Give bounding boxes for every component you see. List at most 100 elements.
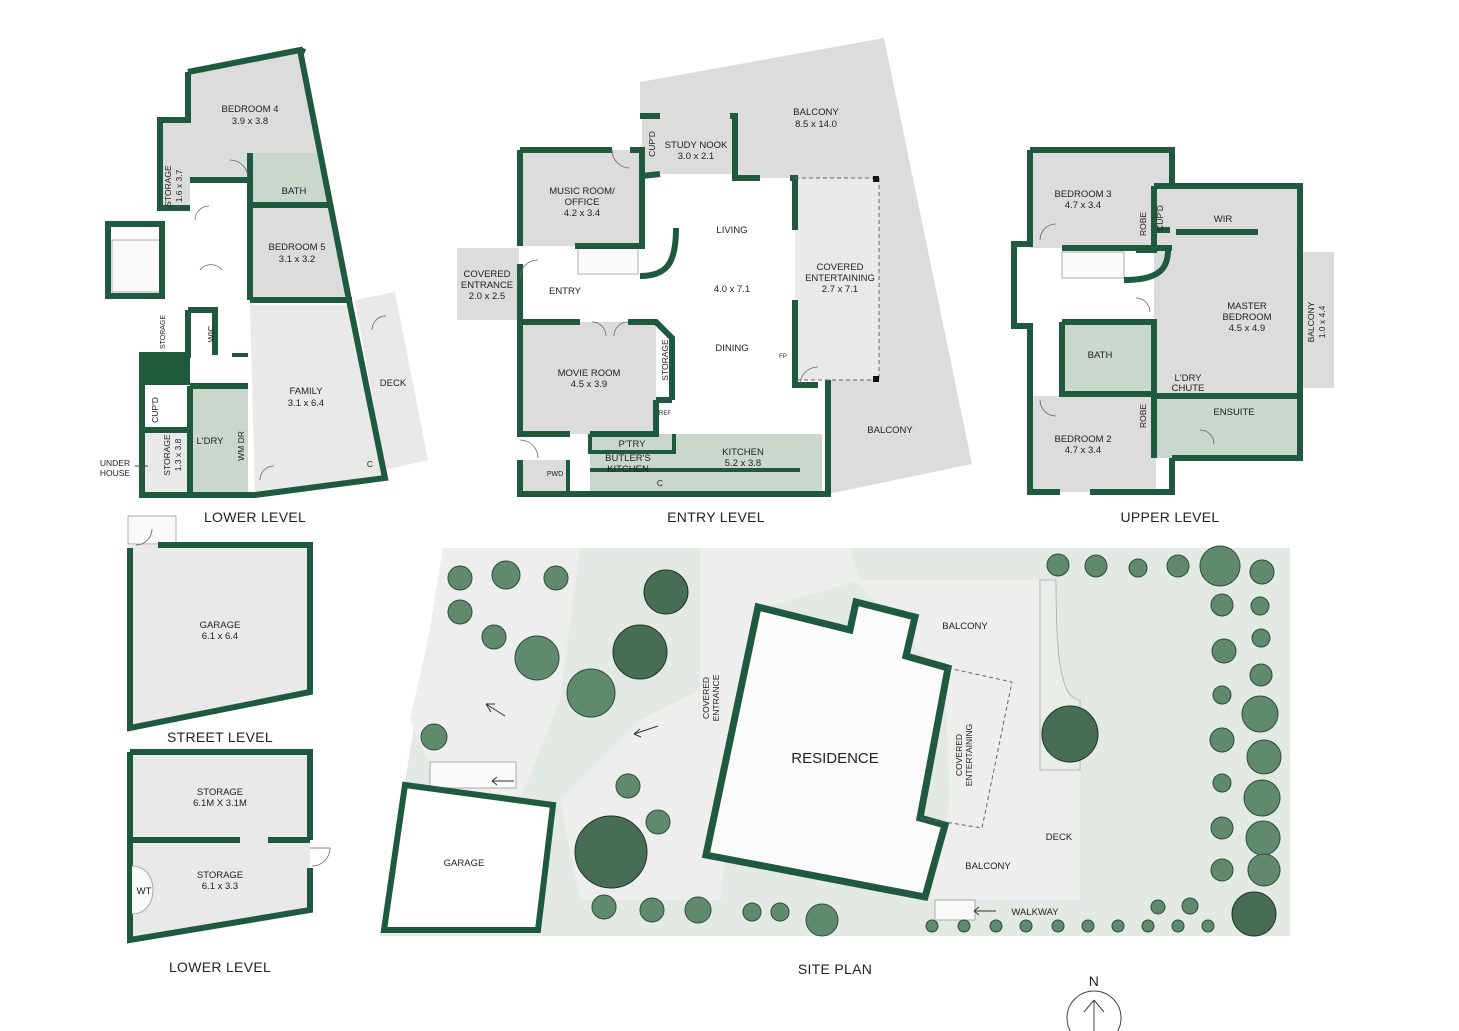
lower-level-title: LOWER LEVEL: [204, 509, 306, 525]
storage-a-room: [160, 120, 190, 208]
site-plan: RESIDENCE BALCONY BALCONY COVERED ENTERT…: [380, 545, 1290, 937]
robe-a-label: ROBE: [1138, 212, 1148, 236]
entry-door-arcs: [519, 149, 819, 459]
storage-b-label: STORAGE: [160, 315, 167, 349]
pwd-label: PWD: [547, 471, 563, 478]
upper-bath-room: [1062, 322, 1154, 394]
storage-a-label: STORAGE: [163, 165, 173, 207]
upper-door-arcs: [1039, 223, 1215, 445]
entry-level-title: ENTRY LEVEL: [667, 509, 765, 525]
music-room-label-2: OFFICE: [565, 197, 600, 208]
wic-label: WIC: [206, 326, 216, 343]
lower-level-walls: [105, 46, 389, 498]
site-arrows: [485, 703, 996, 916]
lower-storage-b-label: STORAGE: [197, 870, 243, 881]
kitchen-size: 5.2 x 3.8: [725, 458, 761, 469]
living-dining-size: 4.0 x 7.1: [714, 284, 750, 295]
ref-label: REF: [659, 411, 671, 417]
covered-entertaining-label-2: ENTERTAINING: [805, 273, 875, 284]
lower-level-plan: BEDROOM 4 3.9 x 3.8 BATH BEDROOM 5 3.1 x…: [100, 46, 428, 498]
balcony-right-label: BALCONY: [867, 425, 913, 436]
upper-cupd-label: CUP'D: [1155, 205, 1165, 231]
entry-storage-label: STORAGE: [660, 339, 670, 381]
upper-level-plan: BEDROOM 3 4.7 x 3.4 ROBE CUP'D WIR MASTE…: [1011, 147, 1334, 495]
wir-label: WIR: [1214, 214, 1233, 225]
covered-entrance-size: 2.0 x 2.5: [469, 291, 505, 302]
entry-path-area: [560, 548, 860, 900]
site-garage: [380, 781, 557, 933]
bedroom-3-size: 4.7 x 3.4: [1065, 200, 1101, 211]
ensuite-room: [1156, 396, 1300, 458]
pantry-label: P'TRY: [619, 439, 647, 450]
kitchen-counter-walls: [566, 434, 800, 494]
movie-room: [520, 322, 656, 434]
living-label: LIVING: [716, 225, 747, 236]
site-deck-label: DECK: [1046, 832, 1073, 843]
water-tank-label: WT: [137, 886, 152, 897]
entry-curved-stair-wall: [639, 227, 679, 279]
bedroom-3-room: [1030, 150, 1172, 248]
rear-yard-path: [855, 580, 1040, 900]
kitchen-area: [590, 434, 822, 492]
laundry-chute-label-1: L'DRY: [1175, 373, 1203, 384]
robe-b-label: ROBE: [1138, 404, 1148, 428]
lower-level-2-walls: [127, 749, 313, 944]
dining-label: DINING: [715, 343, 748, 354]
deck-label: DECK: [380, 378, 407, 389]
site-covered-entrance-2: ENTRANCE: [711, 674, 721, 721]
lower-storage-a-label: STORAGE: [197, 787, 243, 798]
master-size: 4.5 x 4.9: [1229, 323, 1265, 334]
lower-storage-b-size: 6.1 x 3.3: [202, 881, 238, 892]
lower-stairs: [111, 239, 163, 293]
bath-label: BATH: [282, 186, 307, 197]
family-label: FAMILY: [289, 386, 323, 397]
garage-street-size: 6.1 x 6.4: [202, 631, 238, 642]
site-covered-entertaining-1: COVERED: [954, 734, 964, 776]
lower-level-2-title: LOWER LEVEL: [169, 959, 271, 975]
site-covered-entertaining-2: ENTERTAINING: [964, 724, 974, 787]
ensuite-label: ENSUITE: [1213, 407, 1254, 418]
upper-level-walls: [1011, 147, 1303, 495]
music-room-label-1: MUSIC ROOM/: [549, 186, 615, 197]
master-label-1: MASTER: [1227, 301, 1267, 312]
site-balcony-top-label: BALCONY: [942, 621, 988, 632]
entry-stairs: [577, 247, 639, 275]
bedroom-5-size: 3.1 x 3.2: [279, 254, 315, 265]
street-level-plan: GARAGE 6.1 x 6.4: [127, 515, 313, 732]
family-size: 3.1 x 6.4: [288, 398, 324, 409]
lower-storage-door: [310, 847, 331, 867]
bedroom-2-label: BEDROOM 2: [1054, 434, 1111, 445]
upper-level-title: UPPER LEVEL: [1120, 509, 1219, 525]
lower-level-2-plan: STORAGE 6.1M X 3.1M STORAGE 6.1 x 3.3 WT: [127, 749, 331, 944]
walkway-label: WALKWAY: [1011, 907, 1059, 918]
site-entertaining-dash: [919, 667, 1013, 829]
street-level-title: STREET LEVEL: [167, 729, 273, 745]
fp-label: FP: [779, 354, 787, 360]
covered-entertaining-label-1: COVERED: [817, 262, 864, 273]
covered-entertaining-area: [795, 178, 879, 380]
street-door-arc: [135, 528, 153, 546]
covered-entrance-label-2: ENTRANCE: [461, 280, 513, 291]
upper-balcony-label: BALCONY: [1306, 301, 1316, 342]
laundry-room: [190, 386, 248, 494]
site-covered-entrance-1: COVERED: [701, 677, 711, 719]
balcony-top-size: 8.5 x 14.0: [795, 119, 837, 130]
storage-c-size: 1.3 x 3.8: [173, 438, 183, 471]
movie-room-label: MOVIE ROOM: [558, 368, 621, 379]
bedroom-2-room: [1030, 396, 1156, 492]
site-garage-label: GARAGE: [444, 858, 485, 869]
movie-room-size: 4.5 x 3.9: [571, 379, 607, 390]
master-bedroom-room: [1154, 186, 1300, 394]
bedroom-4-size: 3.9 x 3.8: [232, 116, 268, 127]
laundry-label: L'DRY: [197, 436, 225, 447]
lower-stair-void: [142, 355, 190, 385]
storage-c-label: STORAGE: [162, 434, 172, 476]
under-house-label-1: UNDER: [100, 458, 130, 468]
bath-room: [250, 153, 330, 205]
lower-c-label: C: [367, 459, 373, 469]
deck-site-area: [1040, 770, 1080, 900]
site-trees: [420, 545, 1282, 937]
kitchen-label: KITCHEN: [722, 447, 764, 458]
post-marker-1: [873, 176, 879, 182]
